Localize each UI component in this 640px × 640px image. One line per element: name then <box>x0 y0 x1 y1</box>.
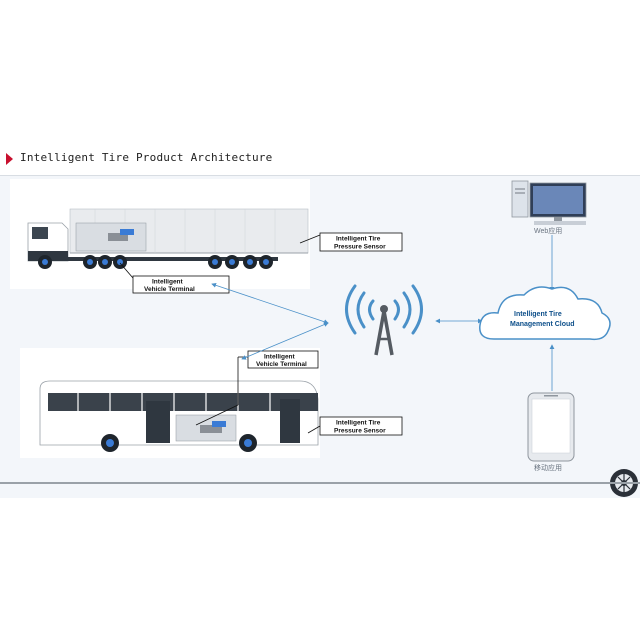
architecture-diagram: Intelligent Tire Pressure Sensor Intelli… <box>10 179 638 497</box>
bus-terminal-label-line2: Vehicle Terminal <box>256 361 307 368</box>
architecture-slide: Intelligent Tire Product Architecture <box>0 143 640 498</box>
truck-sensor-label-line2: Pressure Sensor <box>334 244 386 251</box>
truck-image <box>10 179 310 289</box>
truck-terminal-label: Intelligent Vehicle Terminal <box>119 262 230 294</box>
truck-sensor-label-line1: Intelligent Tire <box>336 236 381 243</box>
bus-sensor-label: Intelligent Tire Pressure Sensor <box>307 416 403 436</box>
bus-image <box>20 348 320 458</box>
bus-sensor-label-line2: Pressure Sensor <box>334 428 386 435</box>
desktop-computer-icon: Web应用 <box>511 180 587 235</box>
tower-icon <box>345 284 423 356</box>
bus-sensor-label-line1: Intelligent Tire <box>336 420 381 427</box>
truck-to-tower-arrow <box>211 282 329 325</box>
cloud-label-line1: Intelligent Tire <box>514 311 562 318</box>
bus-to-tower-arrow <box>241 322 329 360</box>
cloud-icon: Intelligent Tire Management Cloud <box>479 286 611 341</box>
web-app-label: Web应用 <box>534 226 562 235</box>
truck-sensor-label: Intelligent Tire Pressure Sensor <box>299 232 403 252</box>
truck-terminal-label-line1: Intelligent <box>152 279 184 286</box>
mobile-app-label: 移动应用 <box>534 463 562 472</box>
truck-terminal-label-line2: Vehicle Terminal <box>144 286 195 293</box>
title-bar: Intelligent Tire Product Architecture <box>0 143 640 176</box>
bus-terminal-label-line1: Intelligent <box>264 354 296 361</box>
bottom-divider <box>0 482 640 484</box>
slide-title: Intelligent Tire Product Architecture <box>20 151 273 164</box>
connection-arrows <box>211 235 555 391</box>
cloud-label-line2: Management Cloud <box>510 321 575 328</box>
smartphone-icon: 移动应用 <box>527 392 575 472</box>
title-accent-icon <box>6 153 13 165</box>
